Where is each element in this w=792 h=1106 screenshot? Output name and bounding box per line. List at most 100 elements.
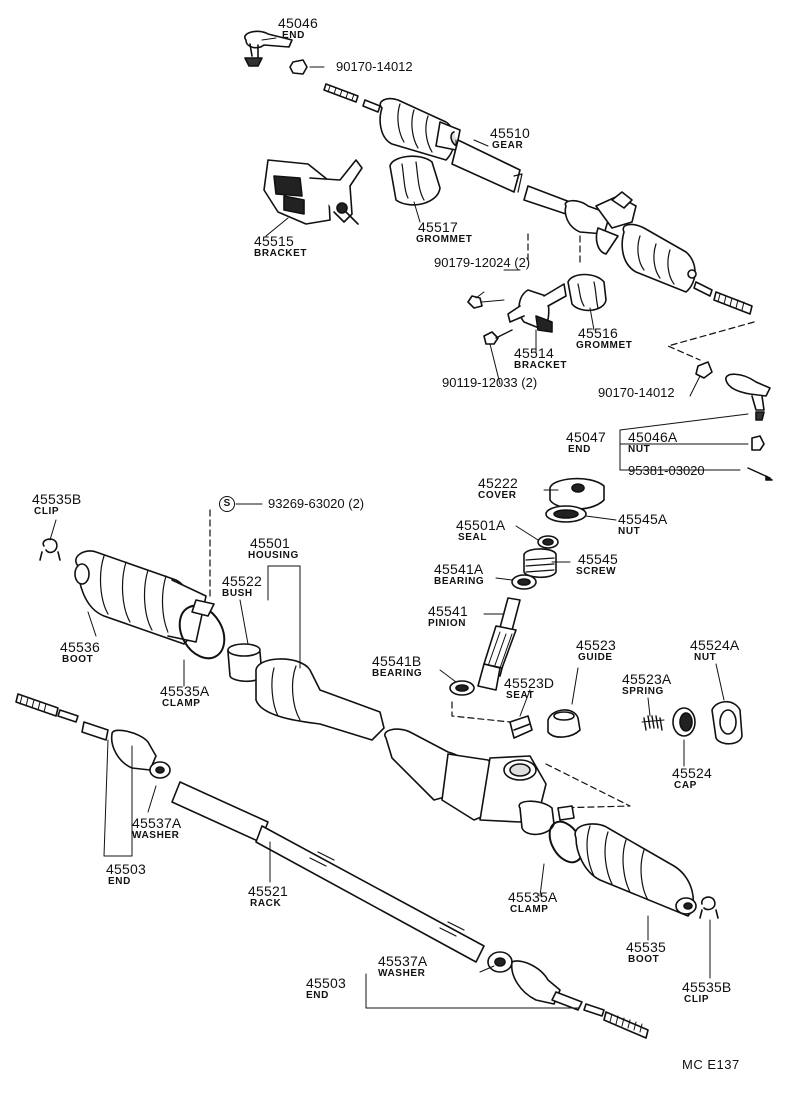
label-45046A-name: NUT [628, 444, 651, 455]
label-45222-name: COVER [478, 490, 517, 501]
label-45541A-name: BEARING [434, 576, 485, 587]
label-45541B-num: 45541B [372, 653, 422, 669]
label-45510-name: GEAR [492, 140, 524, 151]
label-45501-name: HOUSING [248, 550, 299, 561]
guide-45523 [547, 709, 581, 738]
label-90179: 90179-12024 (2) [434, 255, 531, 270]
label-45535A-right-name: CLAMP [510, 904, 549, 915]
boot-45535 [574, 823, 697, 917]
label-45523D-name: SEAT [506, 690, 535, 701]
label-45523A-name: SPRING [622, 686, 664, 697]
label-45503-right-name: END [306, 990, 329, 1001]
label-45521-num: 45521 [248, 883, 288, 899]
clip-45535B-right [699, 896, 719, 919]
grommet-45516 [567, 273, 607, 312]
label-45503-left-num: 45503 [106, 861, 146, 877]
bolt-90119 [483, 329, 513, 345]
label-45501A-num: 45501A [456, 517, 506, 533]
label-45545A-name: NUT [618, 526, 641, 537]
label-45523D-num: 45523D [504, 675, 555, 691]
s-symbol-icon: S [219, 496, 235, 512]
label-45545A-num: 45545A [618, 511, 668, 527]
housing-45501 [255, 658, 555, 836]
bush-45522 [227, 643, 263, 683]
tie-rod-end-45503-left [15, 693, 171, 779]
seal-45501A [537, 535, 559, 549]
label-45535B-right-num: 45535B [682, 979, 732, 995]
bearing-45541A [511, 574, 537, 590]
label-45535A-left-name: CLAMP [162, 698, 201, 709]
screw-45545 [523, 548, 557, 579]
bracket-45514 [507, 283, 567, 333]
label-45541-name: PINION [428, 618, 467, 629]
label-45046-name: END [282, 30, 305, 41]
label-45501-num: 45501 [250, 535, 290, 551]
label-45524A-num: 45524A [690, 637, 740, 653]
label-45535B-top-name: CLIP [34, 506, 60, 517]
rack-45521 [171, 781, 485, 963]
label-45535-num: 45535 [626, 939, 666, 955]
label-90119: 90119-12033 (2) [442, 375, 538, 390]
label-45047-name: END [568, 444, 591, 455]
leader-lines [49, 37, 749, 1009]
label-45541B-name: BEARING [372, 668, 423, 679]
label-45535A-left-num: 45535A [160, 683, 210, 699]
label-45521-name: RACK [250, 898, 282, 909]
nut-90170-top [289, 59, 325, 75]
nut-45545A [545, 505, 587, 523]
cover-45222 [549, 477, 605, 510]
bracket-45515 [263, 159, 363, 225]
label-45046A-num: 45046A [628, 429, 678, 445]
label-45536-num: 45536 [60, 639, 100, 655]
label-45501A-name: SEAL [458, 532, 488, 543]
spring-45523A [641, 715, 665, 731]
tie-rod-end-45047 [695, 361, 773, 481]
label-45515-num: 45515 [254, 233, 294, 249]
label-45046-num: 45046 [278, 15, 318, 31]
label-45535B-top-num: 45535B [32, 491, 82, 507]
label-45545-name: SCREW [576, 566, 617, 577]
label-45503-right-num: 45503 [306, 975, 346, 991]
bearing-45541B [449, 680, 475, 696]
label-45510-num: 45510 [490, 125, 530, 141]
label-45545-num: 45545 [578, 551, 618, 567]
pinion-45541 [477, 597, 521, 691]
clamp-45535A-left [178, 599, 226, 660]
clip-45535B-left [39, 538, 61, 561]
label-45524-name: CAP [674, 780, 697, 791]
label-45524-num: 45524 [672, 765, 712, 781]
label-45514-num: 45514 [514, 345, 554, 361]
label-45523A-num: 45523A [622, 671, 672, 687]
label-45515-name: BRACKET [254, 248, 308, 259]
label-90170-top: 90170-14012 [336, 59, 413, 74]
label-45537A-right-name: WASHER [378, 968, 426, 979]
label-45517-num: 45517 [418, 219, 458, 235]
label-45524A-name: NUT [694, 652, 717, 663]
label-45537A-right-num: 45537A [378, 953, 428, 969]
label-45522-name: BUSH [222, 588, 253, 599]
label-45047-num: 45047 [566, 429, 606, 445]
label-45535B-right-name: CLIP [684, 994, 710, 1005]
label-45503-left-name: END [108, 876, 131, 887]
seat-45523D [509, 715, 533, 739]
label-45535-name: BOOT [628, 954, 660, 965]
label-45222-num: 45222 [478, 475, 518, 491]
label-45522-num: 45522 [222, 573, 262, 589]
bolt-90179 [467, 295, 505, 309]
steering-gear-45510 [323, 83, 753, 315]
label-45535A-right-num: 45535A [508, 889, 558, 905]
diagram-code: MC E137 [682, 1057, 740, 1072]
label-45517-name: GROMMET [416, 234, 473, 245]
cap-45524 [672, 707, 696, 737]
label-45516-num: 45516 [578, 325, 618, 341]
dash-guides-bottom [451, 701, 631, 809]
nut-45524A [711, 700, 743, 745]
label-45541-num: 45541 [428, 603, 468, 619]
boot-45536 [74, 550, 207, 645]
label-90170-right: 90170-14012 [598, 385, 675, 400]
label-45516-name: GROMMET [576, 340, 633, 351]
label-45514-name: BRACKET [514, 360, 568, 371]
label-95381: 95381-03020 [628, 463, 705, 478]
